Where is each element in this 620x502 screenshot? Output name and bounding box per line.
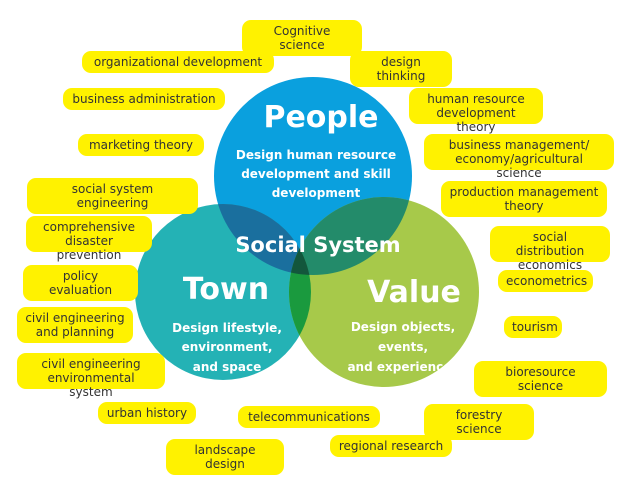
tag-tourism: tourism [504,316,562,338]
tag-production-management-theory: production management theory [441,181,607,217]
people-desc-line-1: Design human resource [236,148,396,162]
tag-bioresource-science: bioresource science [474,361,607,397]
tag-regional-research: regional research [330,435,452,457]
tag-telecommunications: telecommunications [238,406,380,428]
tag-business-management-economy: business management/ economy/agricultura… [424,134,614,180]
tag-civil-engineering-environmental-system: civil engineering environmental system [17,353,165,399]
tag-forestry-science: forestry science [424,404,534,440]
tag-business-administration: business administration [63,88,225,110]
tag-policy-evaluation: policy evaluation [23,265,138,301]
value-title: Value [367,275,461,310]
center-label: Social System [235,233,400,257]
tag-organizational-development: organizational development [82,51,274,73]
tag-design-thinking: design thinking [350,51,452,87]
tag-social-system-engineering: social system engineering [27,178,198,214]
tag-marketing-theory: marketing theory [78,134,204,156]
tag-social-distribution-economics: social distribution economics [490,226,610,272]
tag-landscape-design: landscape design [166,439,284,475]
town-title: Town [183,272,269,307]
people-desc-line-2: development and skill [241,167,391,181]
tag-civil-engineering-and-planning: civil engineering and planning [17,307,133,343]
tag-urban-history: urban history [98,402,196,424]
people-value-overlap [289,197,412,275]
people-desc-line-3: development [272,186,361,200]
tag-cognitive-science: Cognitive science [242,20,362,56]
people-title: People [263,100,378,135]
tag-human-resource-development-theory: human resource development theory [409,88,543,134]
town-desc-line-1: Design lifestyle, [172,321,282,335]
tag-econometrics: econometrics [498,270,593,292]
people-town-overlap [214,204,311,275]
value-desc-line-2: events, [378,340,428,354]
value-desc-line-3: and experiences [347,360,458,374]
value-desc-line-1: Design objects, [351,320,455,334]
town-desc-line-3: and space [193,360,262,374]
town-desc-line-2: environment, [182,340,273,354]
tag-comprehensive-disaster-prevention: comprehensive disaster prevention [26,216,152,262]
